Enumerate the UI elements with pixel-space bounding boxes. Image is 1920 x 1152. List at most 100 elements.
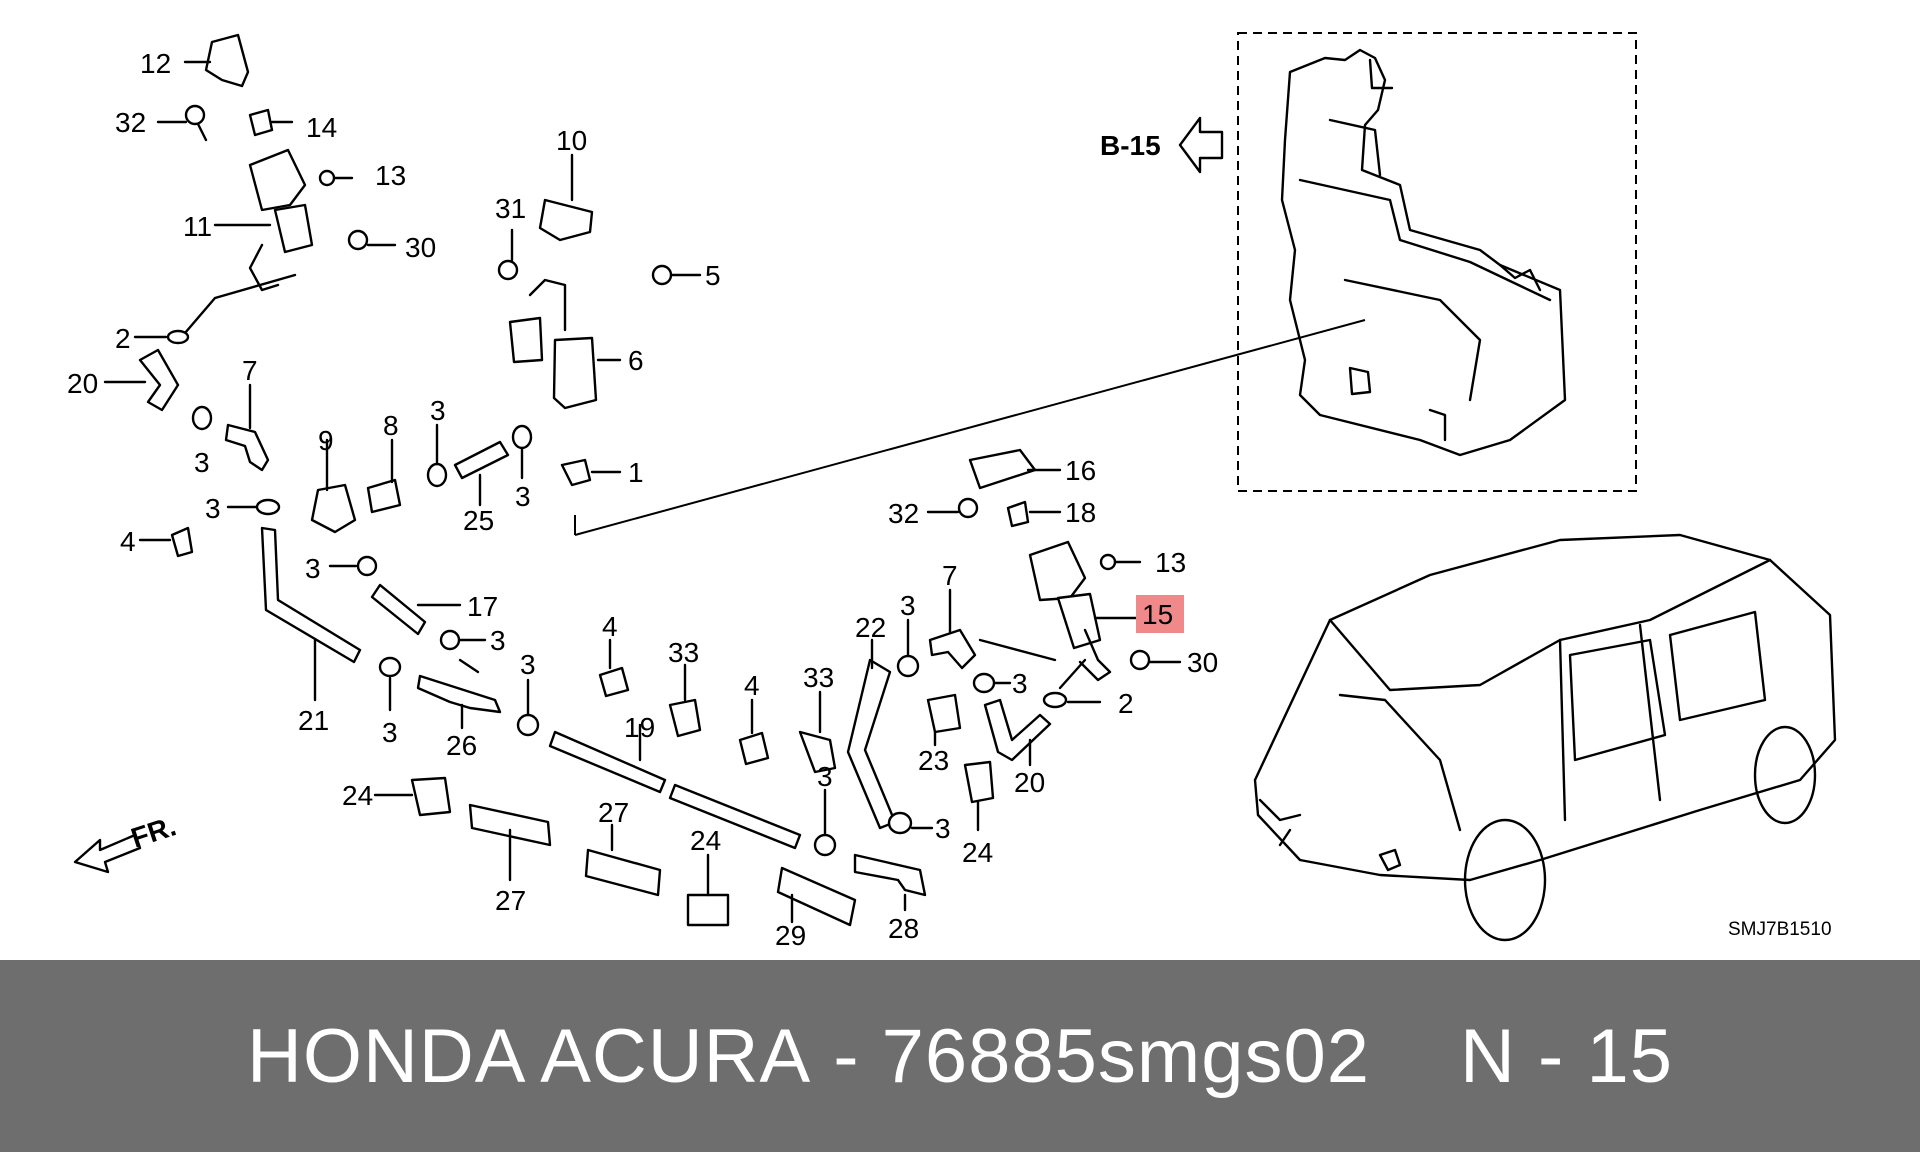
clamp-2-right bbox=[1042, 691, 1068, 709]
screw-32-right bbox=[957, 497, 979, 519]
label-3-f: 3 bbox=[490, 625, 506, 656]
right-hoses bbox=[813, 588, 1057, 912]
label-16: 16 bbox=[1065, 455, 1096, 486]
front-arrow-icon bbox=[73, 833, 142, 874]
clip-24-a bbox=[410, 776, 452, 817]
label-11: 11 bbox=[183, 211, 212, 242]
nozzle-head-15 bbox=[1028, 540, 1087, 602]
clip-18 bbox=[1006, 500, 1030, 528]
car-wheel-front bbox=[1463, 818, 1547, 942]
parts-diagram: B-15 bbox=[67, 32, 1837, 951]
label-20-left: 20 bbox=[67, 368, 98, 399]
footer-separator: - bbox=[833, 1013, 860, 1099]
screw-32-left bbox=[184, 104, 206, 126]
pump-6 bbox=[552, 336, 598, 410]
label-13-left: 13 bbox=[375, 160, 406, 191]
leader-7-to-nozzle bbox=[978, 638, 1057, 662]
nozzle-body-11 bbox=[273, 203, 314, 254]
bolt-30-right bbox=[1129, 649, 1151, 671]
nozzle-assembly-right bbox=[926, 448, 1182, 709]
hose-19-b bbox=[668, 783, 802, 850]
joint-3-c bbox=[426, 462, 448, 488]
pump-group bbox=[497, 153, 702, 487]
label-21: 21 bbox=[298, 705, 329, 736]
front-direction-arrow: FR. bbox=[73, 810, 180, 874]
joint-3-b bbox=[255, 498, 281, 516]
joint-26 bbox=[416, 674, 502, 714]
label-4-mid: 4 bbox=[602, 611, 618, 642]
car-window-front bbox=[1568, 638, 1667, 762]
car-body bbox=[1253, 533, 1837, 882]
label-3-j: 3 bbox=[1012, 668, 1028, 699]
lower-hoses bbox=[373, 638, 857, 927]
car-hood-line bbox=[1338, 693, 1462, 832]
label-3-l: 3 bbox=[817, 761, 833, 792]
nozzle-head-11 bbox=[248, 148, 307, 212]
label-17: 17 bbox=[467, 591, 498, 622]
clip-24-c bbox=[963, 760, 995, 804]
label-27-a: 27 bbox=[495, 885, 526, 916]
joint-7-right bbox=[928, 628, 977, 670]
joint-7-left bbox=[224, 423, 270, 472]
nozzle-assembly-left bbox=[103, 33, 397, 558]
front-arrow-label: FR. bbox=[127, 810, 179, 853]
label-2-left: 2 bbox=[115, 323, 131, 354]
label-4-left: 4 bbox=[120, 526, 136, 557]
reference-arrow-icon bbox=[1178, 116, 1224, 174]
clip-33-b bbox=[798, 730, 837, 774]
label-5: 5 bbox=[705, 260, 721, 291]
tank-hook bbox=[1498, 263, 1542, 292]
hose-21 bbox=[260, 526, 362, 664]
highlight-box-15 bbox=[1136, 595, 1184, 633]
car-wheel-rear bbox=[1753, 725, 1817, 825]
parts-diagram-svg: B-15 bbox=[67, 32, 1837, 951]
joint-3-h bbox=[516, 713, 540, 737]
tank-leader-line bbox=[574, 319, 1366, 536]
clip-14 bbox=[248, 108, 274, 137]
car-beltline bbox=[1328, 558, 1772, 692]
tank-seam bbox=[1298, 178, 1552, 302]
label-24-c: 24 bbox=[962, 837, 993, 868]
label-7-left: 7 bbox=[242, 355, 258, 386]
label-25: 25 bbox=[463, 505, 494, 536]
joint-3-i bbox=[896, 654, 920, 678]
bolt-31 bbox=[497, 259, 519, 281]
label-33-b: 33 bbox=[803, 662, 834, 693]
bolt-13-right bbox=[1099, 553, 1117, 571]
label-2-right: 2 bbox=[1118, 688, 1134, 719]
hose-17 bbox=[370, 583, 427, 636]
label-31: 31 bbox=[495, 193, 526, 224]
label-3-k: 3 bbox=[935, 813, 951, 844]
label-3-b: 3 bbox=[205, 493, 221, 524]
check-valve-9 bbox=[310, 483, 357, 534]
tank-tab bbox=[1368, 58, 1394, 90]
bolt-5 bbox=[651, 264, 673, 286]
diagram-code: SMJ7B1510 bbox=[1728, 919, 1832, 940]
joint-3-g bbox=[378, 656, 402, 678]
label-7-right: 7 bbox=[942, 560, 958, 591]
label-10: 10 bbox=[556, 125, 587, 156]
car-headlight-washer bbox=[1258, 798, 1302, 847]
car-rear-door bbox=[1638, 623, 1662, 802]
reference-b15-label: B-15 bbox=[1100, 130, 1161, 161]
nozzle-cap-16 bbox=[968, 448, 1037, 490]
car-door-line bbox=[1558, 638, 1567, 822]
hose-20-right bbox=[983, 698, 1052, 762]
pump-wire bbox=[528, 278, 567, 332]
footer-part-number: 76885smgs02 bbox=[881, 1013, 1371, 1099]
label-33-a: 33 bbox=[668, 637, 699, 668]
label-24-a: 24 bbox=[342, 780, 373, 811]
nozzle-body-15 bbox=[1056, 592, 1102, 650]
clip-33-a bbox=[668, 698, 702, 738]
nozzle-bracket-15 bbox=[1078, 628, 1112, 682]
label-3-a: 3 bbox=[194, 447, 210, 478]
nozzle-to-clamp bbox=[1058, 658, 1087, 690]
footer-brand: HONDA ACURA bbox=[247, 1013, 812, 1099]
nozzle-cap-12 bbox=[204, 33, 250, 88]
label-13-right: 13 bbox=[1155, 547, 1186, 578]
clip-27-a bbox=[468, 803, 552, 847]
label-19: 19 bbox=[624, 712, 655, 743]
reference-b15: B-15 bbox=[1100, 116, 1224, 174]
label-14: 14 bbox=[306, 112, 337, 143]
joint-3-d bbox=[511, 424, 533, 450]
